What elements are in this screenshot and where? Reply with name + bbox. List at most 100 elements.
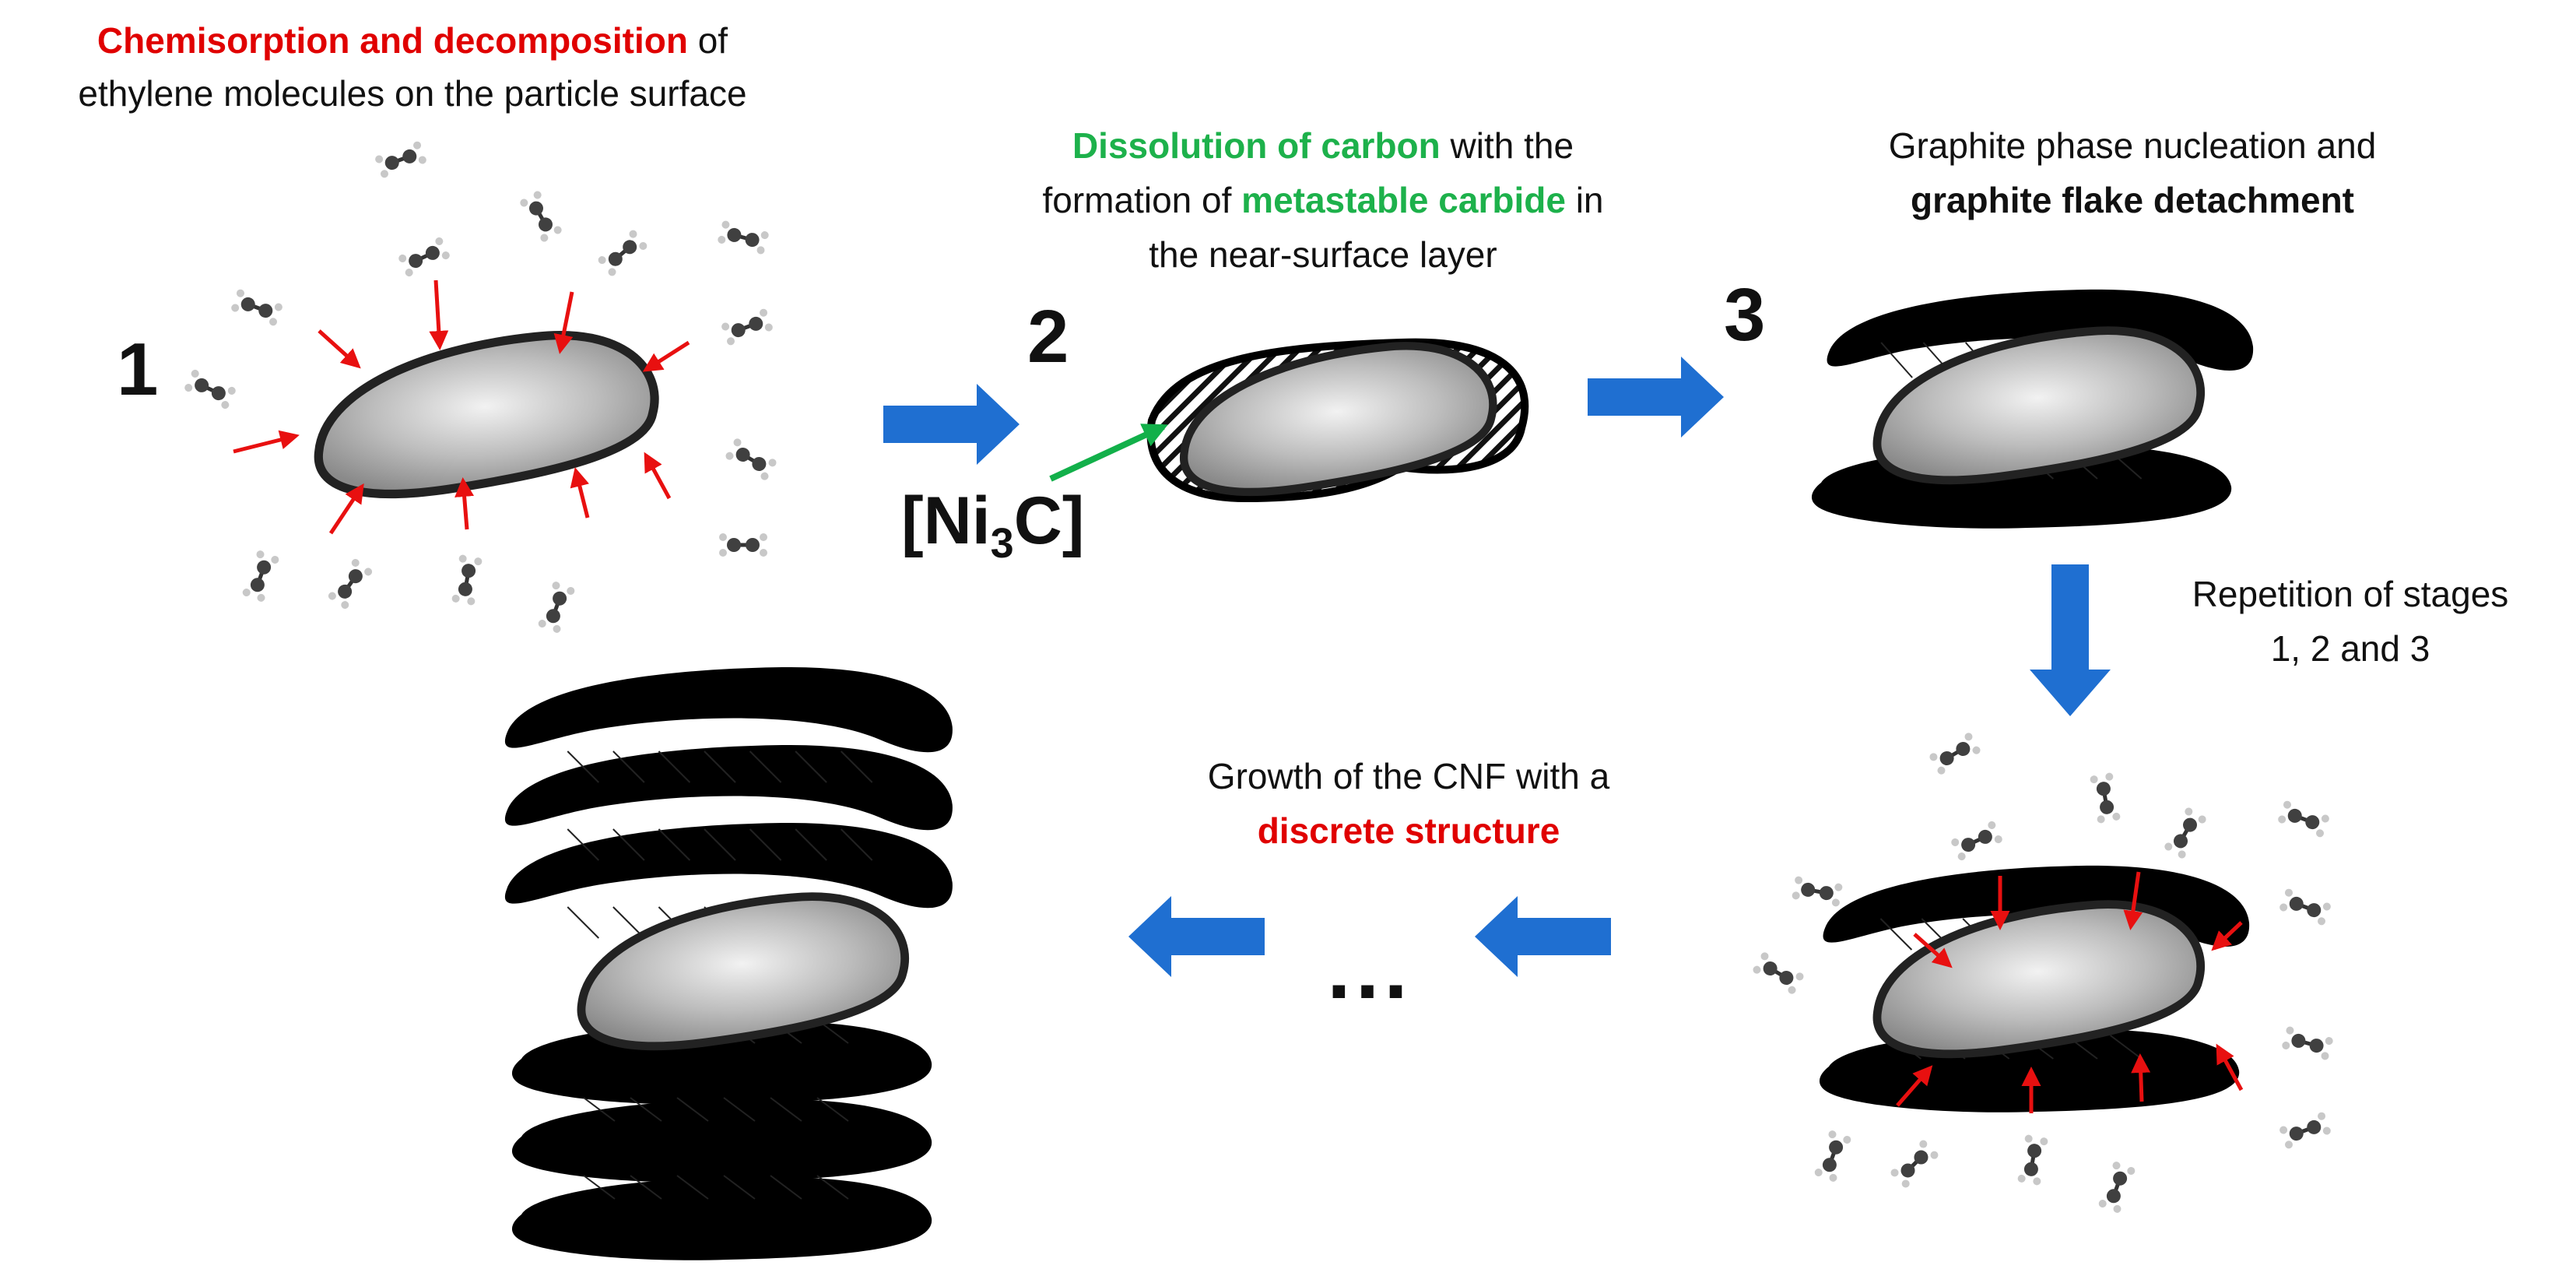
chemisorption-arrow — [2216, 1043, 2244, 1091]
graphite-flake-stack — [511, 1176, 932, 1260]
chemisorption-arrow — [454, 477, 475, 530]
ethylene-molecule — [327, 557, 374, 610]
carbide-formula-end: C] — [1013, 483, 1085, 558]
lattice-line — [723, 1175, 756, 1200]
chemisorption-arrow — [553, 291, 574, 354]
ethylene-molecule — [241, 550, 279, 603]
ethylene-molecule — [519, 190, 563, 244]
repeat-caption-line-a: Repetition of stages — [2192, 574, 2509, 614]
carbide-formula-subscript: 3 — [990, 520, 1014, 567]
lattice-line — [676, 1097, 709, 1122]
lattice-line — [630, 1097, 662, 1122]
ethylene-molecule — [1950, 820, 2004, 861]
graphite-flake-stack — [504, 823, 953, 909]
ethylene-molecule — [721, 308, 774, 346]
stage1-caption-part-a: of — [687, 20, 728, 61]
lattice-line — [658, 828, 691, 861]
ethylene-molecule — [2017, 1134, 2048, 1186]
stage2-caption-part-d: the near-surface layer — [1149, 234, 1497, 275]
metal-particle — [311, 329, 660, 500]
lattice-line — [583, 1097, 616, 1122]
lattice-line — [583, 1175, 616, 1200]
ethylene-molecule — [374, 140, 428, 178]
chemisorption-arrow — [570, 467, 590, 518]
lattice-line — [658, 750, 691, 783]
lattice-line — [770, 1175, 802, 1200]
ethylene-molecule — [537, 581, 575, 634]
lattice-line — [567, 750, 599, 783]
stage2-caption-part-c: in — [1565, 180, 1604, 220]
lattice-line — [841, 828, 873, 861]
stage1-caption-part-b: ethylene molecules on the particle surfa… — [78, 73, 747, 114]
lattice-line — [841, 750, 873, 783]
carbide-formula: [Ni3C] — [901, 483, 1084, 568]
chemisorption-arrow — [644, 452, 672, 500]
lattice-line — [1879, 918, 1913, 951]
metal-particle — [576, 891, 909, 1050]
lattice-line — [795, 750, 827, 783]
chemisorption-arrow — [1896, 1065, 1933, 1107]
chemisorption-arrow — [429, 279, 449, 350]
ethylene-molecule — [719, 533, 767, 557]
growth-caption-line-a: Growth of the CNF with a — [1207, 756, 1610, 796]
process-arrow-right — [883, 384, 1020, 465]
lattice-line — [723, 1097, 756, 1122]
lattice-line — [567, 906, 599, 939]
stage2-caption-part-b: formation of — [1042, 180, 1242, 220]
graphite-flake-stack — [504, 745, 953, 831]
chemisorption-arrow — [642, 340, 690, 372]
ethylene-molecule — [2097, 1161, 2136, 1214]
ethylene-molecule — [2090, 772, 2121, 824]
lattice-line — [704, 750, 736, 783]
lattice-line — [704, 828, 736, 861]
ethylene-molecule — [451, 554, 483, 606]
chemisorption-arrow — [2123, 871, 2143, 930]
ethylene-molecule — [230, 288, 284, 326]
lattice-line — [612, 828, 645, 861]
stage1-caption-highlight: Chemisorption and decomposition — [97, 20, 688, 61]
chemisorption-arrow — [1913, 933, 1953, 968]
lattice-line — [770, 1097, 802, 1122]
ethylene-molecule — [398, 236, 451, 277]
lattice-line — [567, 828, 599, 861]
carbide-formula-main: [Ni — [901, 483, 991, 558]
lattice-line — [676, 1175, 709, 1200]
ethylene-molecule — [1752, 951, 1806, 996]
chemisorption-arrow — [2131, 1053, 2151, 1102]
lattice-line — [630, 1175, 662, 1200]
process-arrow-right — [1588, 357, 1724, 438]
chemisorption-arrow — [328, 483, 364, 535]
process-arrow-left — [1475, 896, 1611, 977]
stage2-caption-part-a: with the — [1440, 125, 1574, 166]
lattice-line — [795, 828, 827, 861]
stage2-caption: Dissolution of carbon with the formation… — [934, 118, 1712, 282]
ethylene-molecule — [597, 229, 649, 278]
ethylene-molecule — [1792, 876, 1843, 907]
chemisorption-arrow — [233, 430, 300, 454]
step-number-1: 1 — [117, 328, 159, 411]
stage3-caption: Graphite phase nucleation and graphite f… — [1759, 118, 2506, 227]
ellipsis: ... — [1327, 921, 1413, 1017]
lattice-line — [749, 750, 782, 783]
graphite-flake-stack — [511, 1098, 932, 1183]
ethylene-molecule — [1889, 1138, 1939, 1189]
process-arrow-left — [1128, 896, 1265, 977]
repeat-caption-line-b: 1, 2 and 3 — [2270, 628, 2430, 669]
ethylene-molecule — [2277, 800, 2331, 838]
ethylene-molecule — [717, 220, 770, 255]
ethylene-molecule — [2164, 807, 2208, 860]
stage3-caption-bold: graphite flake detachment — [1910, 180, 2355, 220]
graphite-flake-stack — [504, 667, 953, 753]
stage2-caption-highlight-a: Dissolution of carbon — [1072, 125, 1441, 166]
ethylene-molecule — [184, 368, 237, 410]
stage3-caption-part-a: Graphite phase nucleation and — [1888, 125, 2377, 166]
lattice-line — [612, 750, 645, 783]
stage1-caption: Chemisorption and decomposition of ethyl… — [0, 14, 825, 120]
repeat-caption: Repetition of stages 1, 2 and 3 — [2132, 567, 2568, 676]
ethylene-molecule — [1813, 1130, 1851, 1183]
stage2-caption-highlight-b: metastable carbide — [1241, 180, 1566, 220]
ethylene-molecule — [1928, 732, 1982, 776]
ethylene-molecule — [2279, 1111, 2332, 1149]
